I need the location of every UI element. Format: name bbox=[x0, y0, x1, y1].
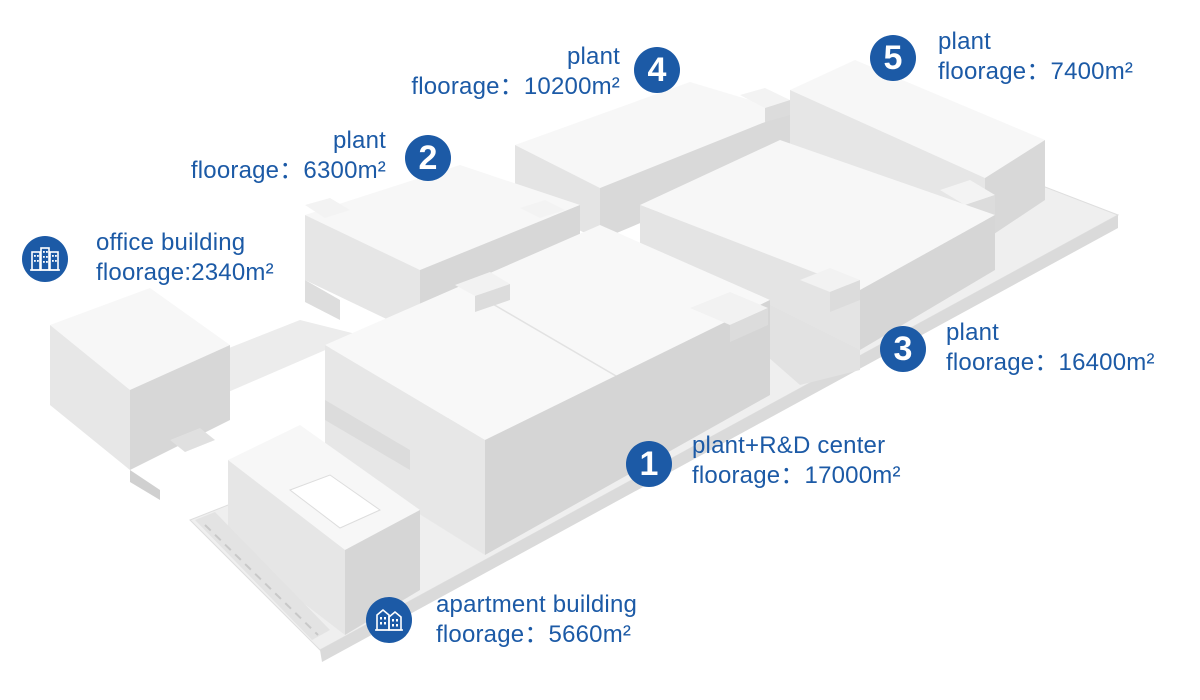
label-apartment-building: apartment building floorage：5660m² bbox=[436, 590, 637, 650]
apartment-building-block bbox=[195, 425, 420, 640]
office-building-icon bbox=[22, 236, 68, 282]
badge-building-3: 3 bbox=[880, 326, 926, 372]
apartment-building-icon bbox=[366, 597, 412, 643]
label-building-1: plant+R&D center floorage：17000m² bbox=[692, 431, 901, 491]
office-building-block bbox=[50, 288, 230, 500]
label-building-2: plant floorage：6300m² bbox=[168, 126, 386, 186]
apartment-building-floorage: floorage：5660m² bbox=[436, 621, 632, 648]
label-office-building: office building floorage:2340m² bbox=[96, 228, 274, 288]
building-1-name: plant+R&D center bbox=[692, 432, 886, 459]
building-4-name: plant bbox=[566, 43, 620, 70]
building-2-floorage: floorage：6300m² bbox=[190, 157, 386, 184]
building-4-floorage: floorage：10200m² bbox=[411, 73, 620, 100]
office-building-name: office building bbox=[96, 229, 246, 256]
badge-building-4: 4 bbox=[634, 47, 680, 93]
building-3-block bbox=[640, 140, 995, 385]
apartment-building-name: apartment building bbox=[436, 591, 638, 618]
label-building-3: plant floorage：16400m² bbox=[946, 318, 1155, 378]
badge-building-2: 2 bbox=[405, 135, 451, 181]
badge-building-5: 5 bbox=[870, 35, 916, 81]
building-5-floorage: floorage：7400m² bbox=[938, 58, 1134, 85]
building-1-block bbox=[325, 225, 770, 555]
building-5-name: plant bbox=[938, 28, 992, 55]
building-1-floorage: floorage：17000m² bbox=[692, 462, 901, 489]
building-3-floorage: floorage：16400m² bbox=[946, 349, 1155, 376]
label-building-4: plant floorage：10200m² bbox=[380, 42, 620, 102]
label-building-5: plant floorage：7400m² bbox=[938, 27, 1133, 87]
building-2-name: plant bbox=[332, 127, 386, 154]
badge-building-1: 1 bbox=[626, 441, 672, 487]
office-building-floorage: floorage:2340m² bbox=[96, 259, 274, 286]
building-3-name: plant bbox=[946, 319, 1000, 346]
